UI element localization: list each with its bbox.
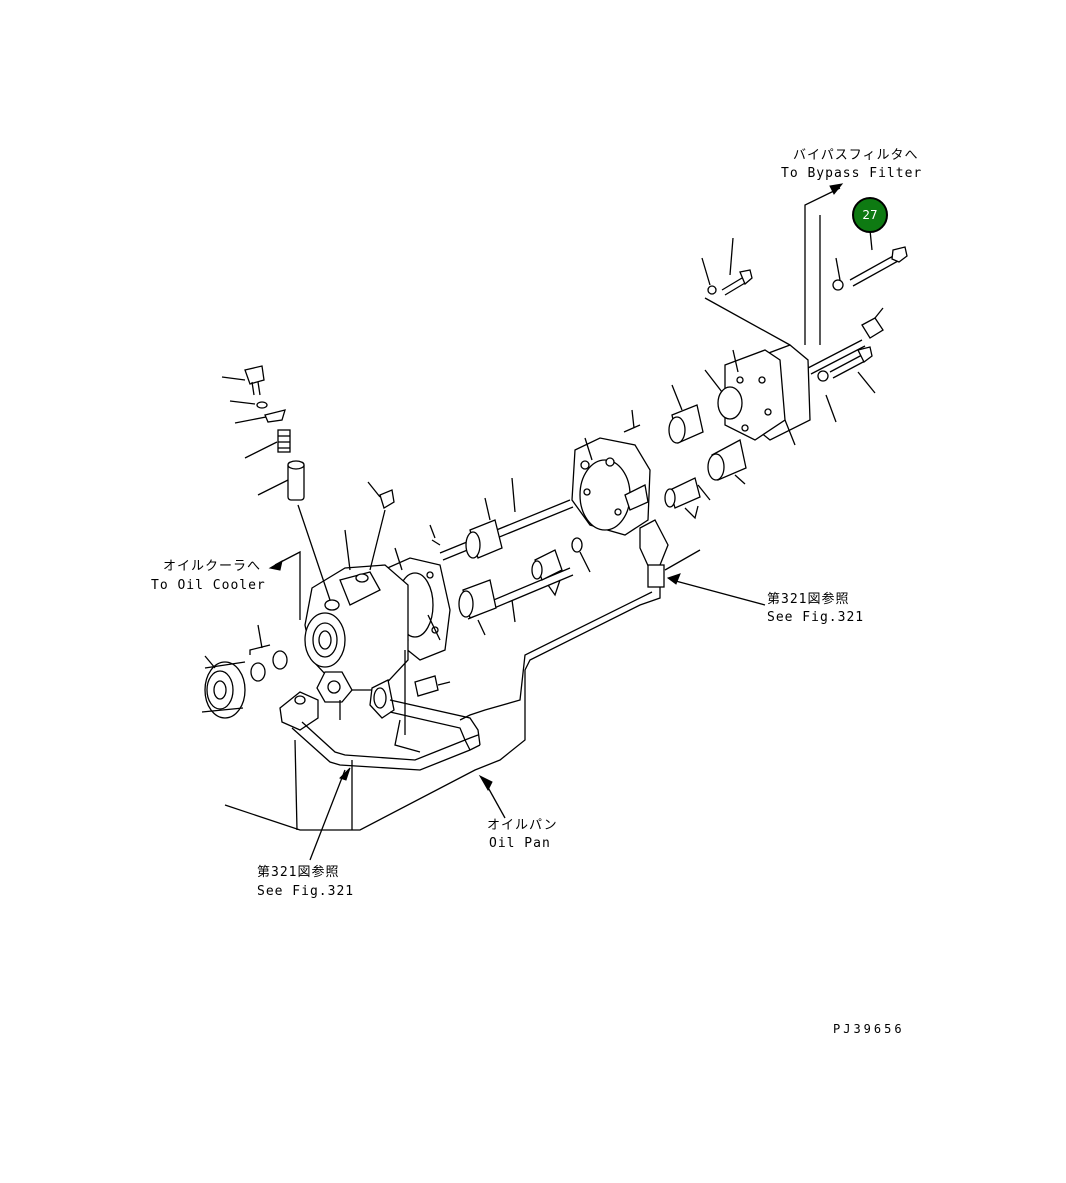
drive-gear-left — [201, 624, 288, 719]
bolt-27 — [832, 246, 908, 291]
shafts-gears-centre — [429, 477, 591, 636]
cover-bolt-small — [701, 237, 791, 346]
oil-pan-label-jp: オイルパン — [487, 818, 558, 833]
callout-27[interactable]: 27 — [852, 197, 888, 233]
plug-right — [861, 307, 884, 339]
oil-cooler-label-en: To Oil Cooler — [151, 578, 266, 593]
oil-pan-label-en: Oil Pan — [489, 836, 551, 851]
housing-support — [339, 650, 406, 735]
pump-cover — [704, 344, 811, 446]
bypass-filter-arrow — [804, 183, 844, 345]
oil-cooler-label-jp: オイルクーラへ — [163, 559, 262, 574]
bypass-filter-label-jp: バイパスフィルタへ — [793, 148, 919, 163]
bypass-filter-label-en: To Bypass Filter — [781, 166, 923, 181]
cover-bolts-lower — [807, 339, 876, 423]
oil-cooler-arrow — [268, 550, 301, 620]
drawing-number: PJ39656 — [833, 1022, 905, 1036]
see-fig-left-en: See Fig.321 — [257, 884, 355, 899]
gears-right — [623, 384, 747, 520]
pump-body-middle — [571, 437, 651, 536]
see-fig-right-jp: 第321図参照 — [767, 592, 850, 607]
callout-leader — [869, 229, 873, 251]
pump-housing-left — [304, 509, 409, 703]
see-fig-right-en: See Fig.321 — [767, 610, 865, 625]
lower-fittings — [279, 675, 506, 861]
fitting-pipe-right — [224, 519, 766, 831]
relief-valve-stack — [221, 365, 395, 601]
see-fig-left-jp: 第321図参照 — [257, 865, 340, 880]
